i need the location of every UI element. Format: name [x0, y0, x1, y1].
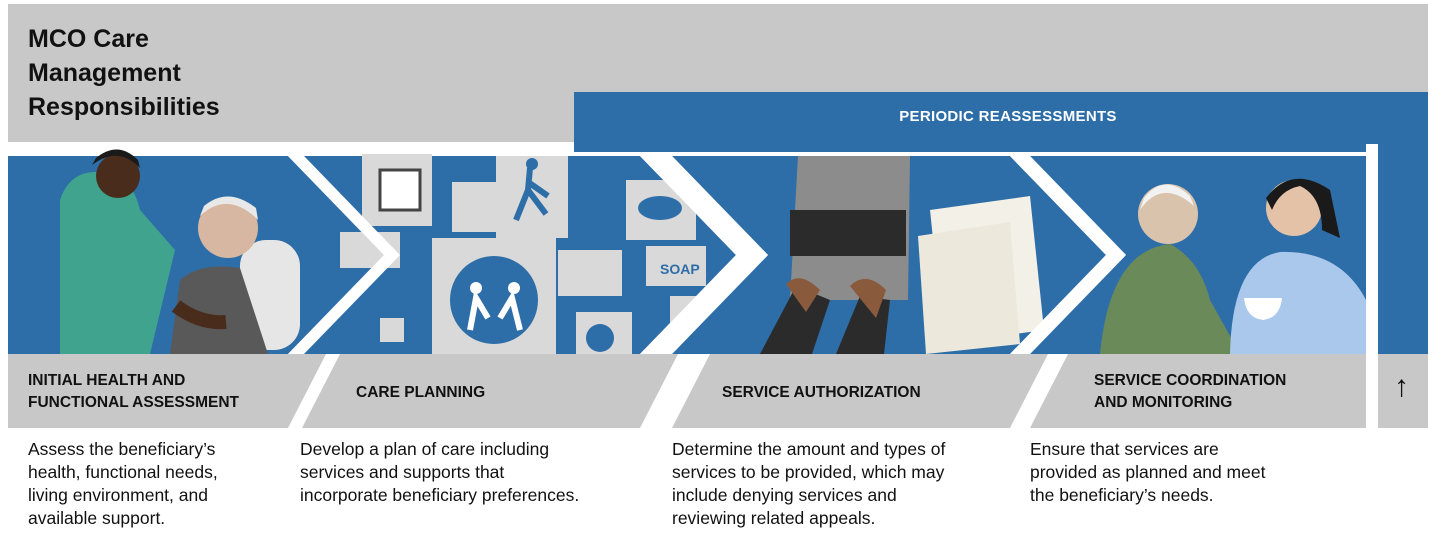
clock-icon	[586, 324, 614, 352]
stage-4-label-line-1: SERVICE COORDINATION	[1094, 372, 1287, 389]
stage-3-desc-line-2: services to be provided, which may	[672, 462, 945, 482]
stage-2-desc-line-2: services and supports that	[300, 462, 505, 482]
label-chevron-2	[640, 354, 710, 428]
stage-4-label-line-2: AND MONITORING	[1094, 394, 1233, 411]
stage-2-panel: SOAP	[302, 154, 736, 354]
stage-2-label: CARE PLANNING	[356, 382, 606, 404]
periodic-reassessments-label: PERIODIC REASSESSMENTS	[899, 108, 1117, 125]
stage-1-label-line-2: FUNCTIONAL ASSESSMENT	[28, 394, 239, 411]
walking-person-icon	[513, 167, 550, 222]
stage-1-desc-line-4: available support.	[28, 508, 166, 528]
stage-1-desc-line-2: health, functional needs,	[28, 462, 218, 482]
stage-4-desc-line-1: Ensure that services are	[1030, 439, 1219, 459]
stage-3-panel	[672, 156, 1106, 354]
stage-1-panel	[8, 149, 384, 354]
stage-4-label: SERVICE COORDINATION AND MONITORING	[1094, 370, 1364, 414]
stage-4-panel	[1030, 156, 1366, 354]
chevron-separator-3	[1010, 156, 1126, 354]
label-chevron-3	[1010, 354, 1068, 428]
patient-head	[198, 198, 258, 258]
consultation-icon	[450, 256, 538, 344]
nurse-figure	[60, 171, 175, 354]
arrow-up-icon: ↑	[1394, 370, 1409, 403]
stage-2-desc-line-1: Develop a plan of care including	[300, 439, 550, 459]
patient-figure	[170, 266, 268, 354]
nurse-head	[96, 154, 140, 198]
chevron-separator-2	[640, 156, 768, 354]
stage-3-desc-line-4: reviewing related appeals.	[672, 508, 876, 528]
stage-3-desc-line-3: include denying services and	[672, 485, 897, 505]
stage-1-label-line-1: INITIAL HEALTH AND	[28, 372, 186, 389]
stage-2-desc-line-3: incorporate beneficiary preferences.	[300, 485, 580, 505]
stage-3-label-line-1: SERVICE AUTHORIZATION	[722, 384, 921, 401]
stage-4-description: Ensure that services are provided as pla…	[1030, 438, 1350, 507]
return-arrow-box	[1378, 354, 1428, 428]
page-title: MCO Care Management Responsibilities	[28, 22, 220, 124]
stage-3-description: Determine the amount and types of servic…	[672, 438, 1022, 530]
reassessment-band	[574, 92, 1428, 152]
strip-end-gap	[1366, 144, 1378, 428]
title-line-3: Responsibilities	[28, 93, 220, 121]
stage-1-desc-line-1: Assess the beneficiary’s	[28, 439, 216, 459]
caregiver-figure	[1230, 251, 1366, 354]
elderly-figure	[1100, 244, 1240, 354]
stage-1-label: INITIAL HEALTH AND FUNCTIONAL ASSESSMENT	[28, 370, 298, 414]
elderly-head	[1138, 184, 1198, 244]
stage-1-description: Assess the beneficiary’s health, functio…	[28, 438, 278, 530]
stage-2-description: Develop a plan of care including service…	[300, 438, 660, 507]
soap-label: SOAP	[660, 261, 700, 277]
stage-2-label-line-1: CARE PLANNING	[356, 384, 486, 401]
title-line-1: MCO Care	[28, 25, 149, 53]
label-chevron-1	[288, 354, 340, 428]
stage-1-desc-line-3: living environment, and	[28, 485, 208, 505]
stage-4-desc-line-2: provided as planned and meet	[1030, 462, 1266, 482]
stage-3-label: SERVICE AUTHORIZATION	[722, 382, 1022, 404]
title-line-2: Management	[28, 59, 181, 87]
teacup-icon	[1244, 298, 1282, 320]
header-gray-frame	[8, 4, 1428, 142]
reassessment-band-lower	[1378, 144, 1428, 354]
stage-3-desc-line-1: Determine the amount and types of	[672, 439, 946, 459]
stage-4-desc-line-3: the beneficiary’s needs.	[1030, 485, 1214, 505]
